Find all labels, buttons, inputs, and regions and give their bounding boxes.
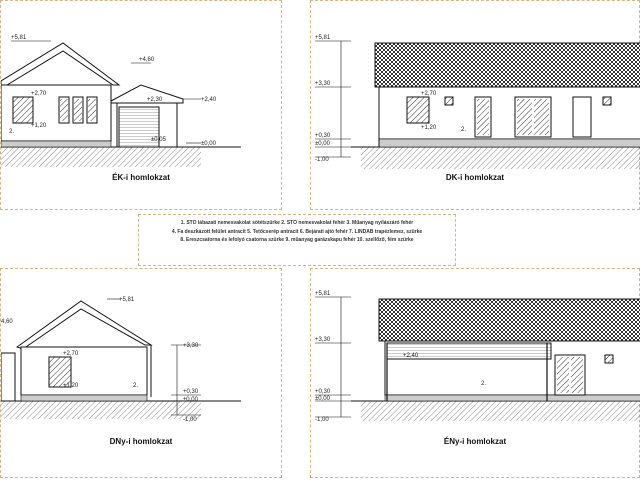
- elevation-title: DK-i homlokzat: [445, 173, 505, 182]
- level-label: +4,60: [139, 57, 155, 63]
- level-label: 2.: [461, 127, 466, 133]
- legend-line: 8. Ereszcsatorna és lefolyó csatorna szü…: [180, 237, 414, 243]
- window: [602, 96, 612, 106]
- plinth: [1, 140, 112, 148]
- level-label: -1,00: [315, 417, 329, 423]
- roof-gable: [15, 300, 153, 350]
- level-label: 4,60: [1, 319, 13, 325]
- garage-wall: [1, 352, 16, 402]
- plinth: [384, 394, 640, 402]
- level-label: -1,00: [183, 417, 197, 423]
- plinth: [20, 394, 148, 402]
- level-label: +0,30: [315, 133, 331, 139]
- level-label: +2,40: [403, 353, 419, 359]
- level-label: +5,81: [119, 297, 135, 303]
- garage-roof: [110, 84, 184, 104]
- window: [604, 354, 614, 364]
- plinth: [378, 138, 640, 148]
- level-label: +2,70: [31, 91, 47, 97]
- legend-line: 4. Fa deszkázott felület antracit 5. Tet…: [171, 228, 423, 235]
- level-label: ±0,00: [315, 141, 331, 147]
- level-label: +1,20: [63, 383, 79, 389]
- level-label: +5,81: [315, 35, 331, 41]
- roof-tiles: [374, 42, 640, 88]
- level-label: ±0,00: [315, 396, 331, 402]
- level-label: +2,30: [147, 97, 163, 103]
- elevation-title: ÉNy-i homlokzat: [443, 437, 507, 446]
- roof-gable: [1, 42, 121, 86]
- level-label: +0,30: [315, 389, 331, 395]
- ground-hatch: [361, 401, 640, 421]
- elevation-drawing-dny: +5,81 4,60 +3,30 +0,30 ±0,00 -1,00 +2,70…: [1, 297, 241, 423]
- level-label: 2.: [133, 383, 138, 389]
- wall: [20, 346, 148, 396]
- garage-door: [118, 106, 160, 148]
- level-label: 2.: [481, 381, 486, 387]
- level-label: +0,30: [183, 389, 199, 395]
- ground-hatch: [1, 147, 201, 167]
- level-label: +3,30: [315, 337, 331, 343]
- ground-hatch: [361, 147, 640, 169]
- elevation-drawing-eny: +5,81 +3,30 +2,40 +0,30 ±0,00 -1,00 2.: [315, 291, 640, 423]
- elevation-title: ÉK-i homlokzat: [112, 173, 170, 182]
- window: [406, 96, 430, 124]
- window: [48, 356, 72, 388]
- level-label: ±0,00: [183, 397, 199, 403]
- level-label: 2.: [9, 129, 14, 135]
- level-label: +2,70: [63, 351, 79, 357]
- elevation-panel-ek: +5,81 +4,60 +2,70 +2,30 +2,40 ±0,05 ±0,0…: [0, 0, 282, 210]
- window: [444, 96, 454, 106]
- level-label: ±0,00: [201, 141, 217, 147]
- window: [12, 96, 34, 124]
- ground-hatch: [1, 401, 201, 419]
- level-label: +1,20: [421, 125, 437, 131]
- elevation-panel-eny: +5,81 +3,30 +2,40 +0,30 ±0,00 -1,00 2. É…: [310, 268, 640, 478]
- level-label: -1,00: [315, 157, 329, 163]
- level-label: +1,20: [31, 123, 47, 129]
- elevation-title: DNy-i homlokzat: [109, 437, 173, 446]
- elevation-panel-dk: +5,81 +3,30 +0,30 ±0,00 -1,00 +2,70 +1,2…: [310, 0, 640, 210]
- level-label: +3,30: [315, 81, 331, 87]
- material-legend: 1. STO lábazati nemesvakolat sötétszürke…: [138, 214, 456, 266]
- elevation-drawing-ek: +5,81 +4,60 +2,70 +2,30 +2,40 ±0,05 ±0,0…: [1, 35, 241, 167]
- level-label: ±0,05: [151, 137, 167, 143]
- roof-tiles: [378, 298, 640, 342]
- level-label: +2,40: [201, 97, 217, 103]
- level-label: +5,81: [315, 291, 331, 297]
- entrance-door: [572, 96, 592, 138]
- elevation-drawing-dk: +5,81 +3,30 +0,30 ±0,00 -1,00 +2,70 +1,2…: [315, 35, 640, 169]
- level-label: +2,70: [421, 91, 437, 97]
- level-label: +5,81: [11, 35, 27, 41]
- legend-line: 1. STO lábazati nemesvakolat sötétszürke…: [180, 220, 414, 226]
- level-label: +3,30: [183, 343, 199, 349]
- elevation-panel-dny: +5,81 4,60 +3,30 +0,30 ±0,00 -1,00 +2,70…: [0, 268, 282, 478]
